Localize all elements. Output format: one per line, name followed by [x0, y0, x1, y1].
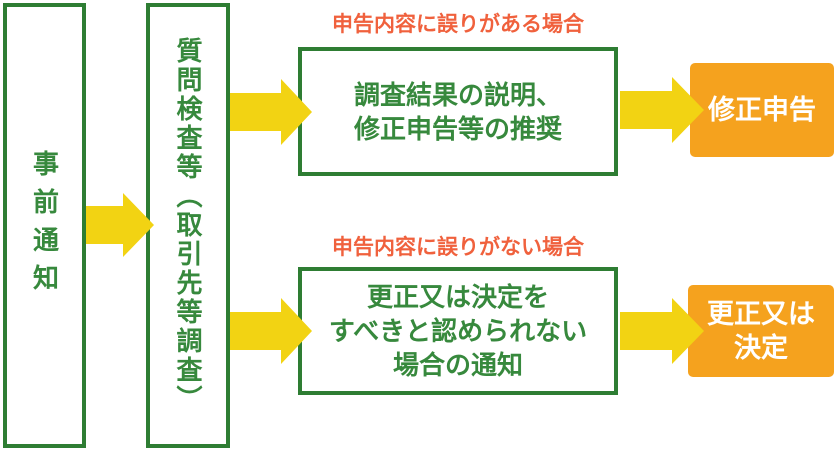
result-text-correction: 更正又は 決定 [707, 297, 815, 365]
result-line: 修正申告 [708, 95, 816, 125]
process-text-notification: 更正又は決定を すべきと認められない 場合の通知 [329, 280, 587, 382]
process-line: 場合の通知 [392, 350, 523, 380]
condition-label-no-error: 申告内容に誤りがない場合 [332, 236, 584, 259]
process-line: 修正申告等の推奨 [353, 113, 562, 144]
process-text-explanation: 調査結果の説明、 修正申告等の推奨 [354, 78, 562, 146]
stage-label-inspection: 質問検査等（取引先等調査） [173, 37, 203, 414]
result-box-amended-return: 修正申告 [690, 63, 834, 157]
process-box-explanation: 調査結果の説明、 修正申告等の推奨 [298, 47, 618, 176]
process-line: 更正又は決定を [366, 282, 549, 312]
process-box-notification: 更正又は決定を すべきと認められない 場合の通知 [298, 267, 618, 395]
result-box-correction: 更正又は 決定 [688, 285, 834, 377]
stage-label-advance-notice: 事前通知 [29, 149, 60, 302]
result-line: 更正又は [707, 299, 815, 329]
process-line: 調査結果の説明、 [353, 79, 562, 110]
result-text-amended-return: 修正申告 [708, 93, 816, 127]
condition-label-error: 申告内容に誤りがある場合 [332, 13, 584, 36]
stage-box-inspection: 質問検査等（取引先等調査） [146, 3, 230, 448]
stage-box-advance-notice: 事前通知 [3, 3, 86, 448]
process-line: すべきと認められない [328, 316, 588, 346]
arrow-right-icon [86, 193, 154, 257]
result-line: 決定 [734, 333, 788, 363]
